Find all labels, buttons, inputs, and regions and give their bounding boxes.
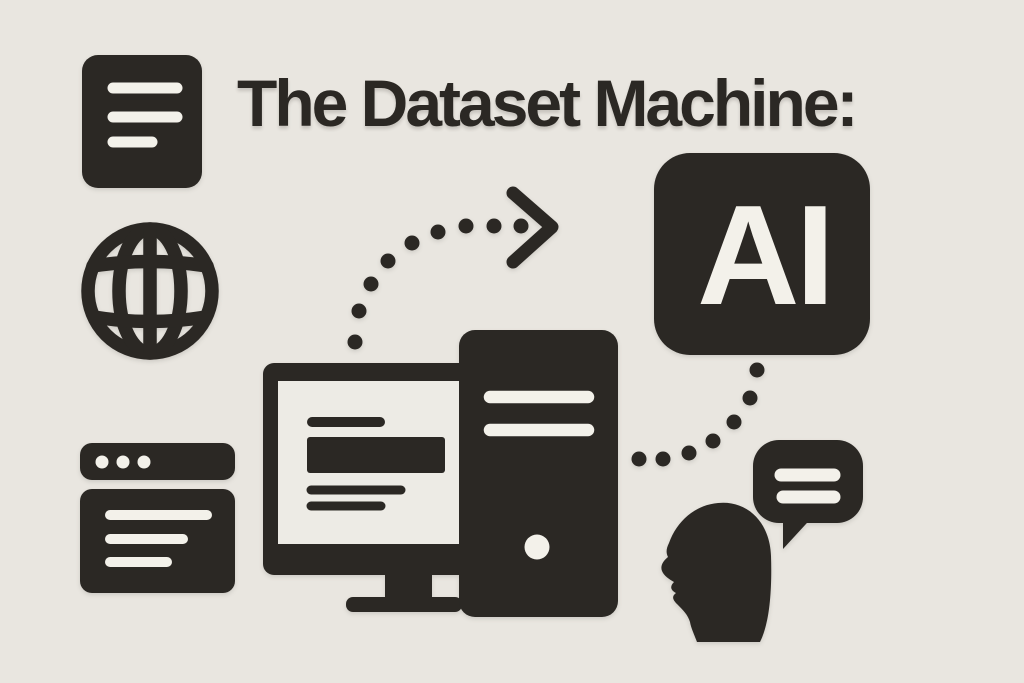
monitor-base: [346, 597, 462, 612]
globe-icon: [81, 222, 219, 360]
speech-bubble-lines: [774, 468, 841, 504]
monitor-stand: [385, 573, 432, 601]
head-profile-icon: [661, 502, 772, 642]
document-text-lines: [107, 82, 183, 148]
speech-bubble-icon: [753, 440, 863, 549]
ai-badge-icon: AI: [654, 153, 870, 355]
tower-power-button: [524, 534, 550, 560]
tower-body: [459, 330, 618, 617]
dotted-arrow-dots: [347, 218, 529, 350]
dotted-arrow-right-icon: [347, 186, 559, 350]
tower-vents: [483, 390, 595, 437]
document-icon: [82, 55, 202, 188]
globe-latitude-bottom: [87, 310, 213, 329]
page-title: The Dataset Machine:: [237, 66, 858, 140]
screen-content: [306, 417, 445, 511]
ai-badge-tile: [654, 153, 870, 355]
browser-text-lines: [105, 510, 212, 567]
screen-highlight-bar: [307, 437, 445, 473]
globe-latitude-top: [86, 254, 214, 273]
browser-dots: [95, 455, 151, 469]
browser-titlebar: [80, 443, 235, 480]
browser-window-icon: [80, 443, 235, 593]
ai-label: AI: [697, 176, 831, 335]
speech-bubble-tail: [783, 512, 817, 549]
desktop-monitor-icon: [263, 363, 473, 612]
arrowhead-icon: [506, 186, 559, 269]
dotted-trail-icon: [631, 362, 765, 467]
computer-tower-icon: [459, 330, 618, 617]
